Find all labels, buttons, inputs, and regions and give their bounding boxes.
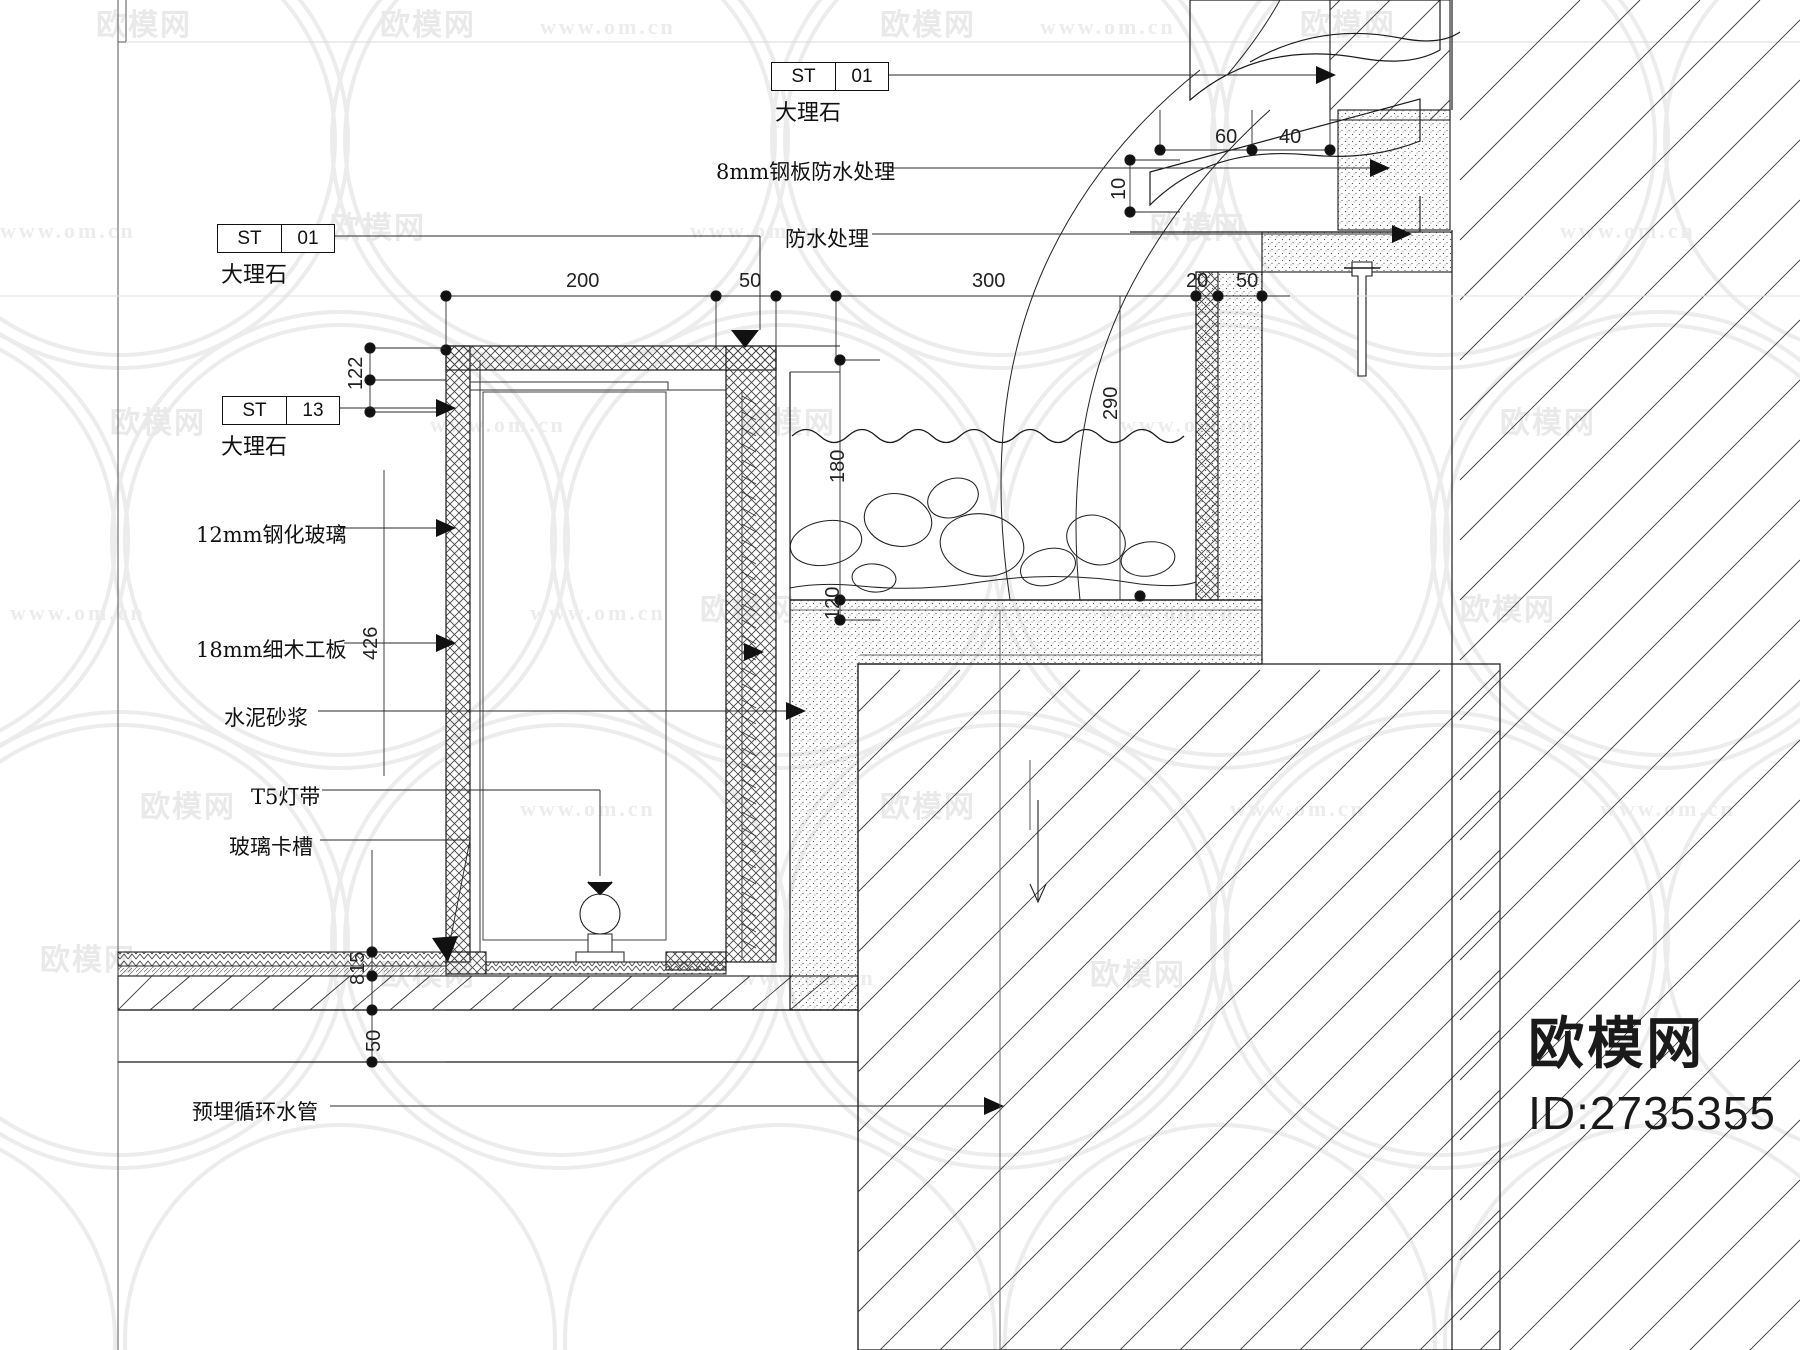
dimension-815: 815	[347, 951, 369, 985]
tag-number: 01	[297, 227, 319, 249]
tag-number: 13	[302, 399, 324, 421]
dimension-290: 290	[1100, 386, 1122, 420]
dimension-426: 426	[360, 626, 382, 660]
material-tag-st-01-left[interactable]: ST 01	[217, 224, 335, 253]
tag-code: ST	[772, 63, 836, 90]
annotation-tempered-glass: 12mm钢化玻璃	[196, 523, 347, 547]
dimension-200: 200	[566, 270, 600, 292]
material-tag-st-01-top[interactable]: ST 01	[771, 62, 889, 91]
dimension-180: 180	[827, 449, 849, 483]
material-tag-caption-marble-left: 大理石	[221, 263, 288, 288]
annotation-glass-slot: 玻璃卡槽	[229, 835, 313, 859]
brand-name: 欧模网	[1528, 1012, 1706, 1077]
dimension-50-bottom: 50	[363, 1029, 385, 1052]
dimension-40: 40	[1279, 126, 1302, 148]
tag-code: ST	[218, 225, 282, 252]
dimension-10: 10	[1108, 177, 1130, 200]
dimension-20: 20	[1186, 270, 1209, 292]
dimension-300: 300	[972, 270, 1006, 292]
material-tag-st-13-left[interactable]: ST 13	[222, 396, 340, 425]
annotation-blockboard: 18mm细木工板	[196, 638, 347, 662]
tag-code: ST	[223, 397, 287, 424]
annotation-t5-lightstrip: T5灯带	[251, 785, 321, 809]
dimension-50-right: 50	[1236, 270, 1259, 292]
dimension-50-top: 50	[739, 270, 762, 292]
dimension-120: 120	[822, 586, 844, 620]
dimension-60: 60	[1215, 126, 1238, 148]
dimension-122: 122	[345, 356, 367, 390]
annotation-waterproof: 防水处理	[785, 227, 869, 251]
tag-number: 01	[851, 65, 873, 87]
material-tag-caption-marble-top: 大理石	[775, 101, 842, 126]
annotation-cement-mortar: 水泥砂浆	[224, 706, 308, 730]
annotation-steel-plate: 8mm钢板防水处理	[716, 160, 896, 184]
brand-watermark: 欧模网 ID:2735355	[1528, 999, 1776, 1140]
annotation-embedded-pipe: 预埋循环水管	[192, 1100, 318, 1124]
brand-id: ID:2735355	[1528, 1087, 1776, 1139]
material-tag-caption-marble-13: 大理石	[221, 435, 288, 460]
